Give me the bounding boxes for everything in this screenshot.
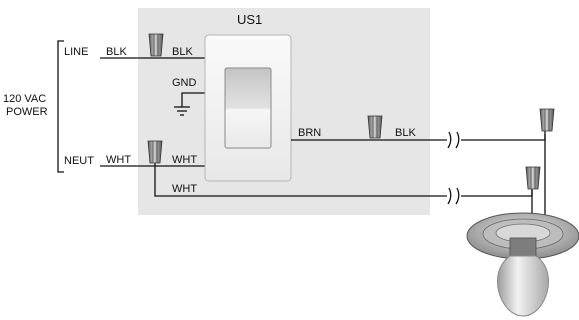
wire-nut-icon xyxy=(367,115,383,139)
light-fixture-icon xyxy=(466,212,579,317)
line-label: LINE xyxy=(64,46,88,58)
wire-nut-icon xyxy=(525,166,541,190)
power-label-line1: 120 VAC xyxy=(3,93,46,105)
neutral-through-wire xyxy=(154,160,447,197)
neutral-out-wire-label: WHT xyxy=(172,154,197,166)
power-label-line2: POWER xyxy=(6,106,48,118)
load-hot-wire-label: BLK xyxy=(395,127,416,139)
wire-nut-icon xyxy=(148,33,164,57)
power-bracket xyxy=(57,40,64,173)
neutral-wire-label: WHT xyxy=(106,154,131,166)
switched-wire-label: BRN xyxy=(298,127,321,139)
wire-nut-icon xyxy=(147,140,163,164)
wire-break-icon xyxy=(447,186,461,206)
device-title: US1 xyxy=(237,12,262,27)
ground-wire xyxy=(181,92,205,107)
wall-switch-icon[interactable] xyxy=(204,34,292,182)
ground-symbol-icon xyxy=(174,106,190,116)
neutral-through-wire-label: WHT xyxy=(172,183,197,195)
neutral-label: NEUT xyxy=(64,155,94,167)
line-wire-label: BLK xyxy=(106,46,127,58)
wire-nut-icon xyxy=(539,108,555,132)
line-out-wire-label: BLK xyxy=(172,46,193,58)
wire-break-icon xyxy=(447,130,461,150)
ground-label: GND xyxy=(172,77,197,89)
load-hot-wire xyxy=(461,130,546,141)
load-neutral-wire xyxy=(461,188,533,197)
